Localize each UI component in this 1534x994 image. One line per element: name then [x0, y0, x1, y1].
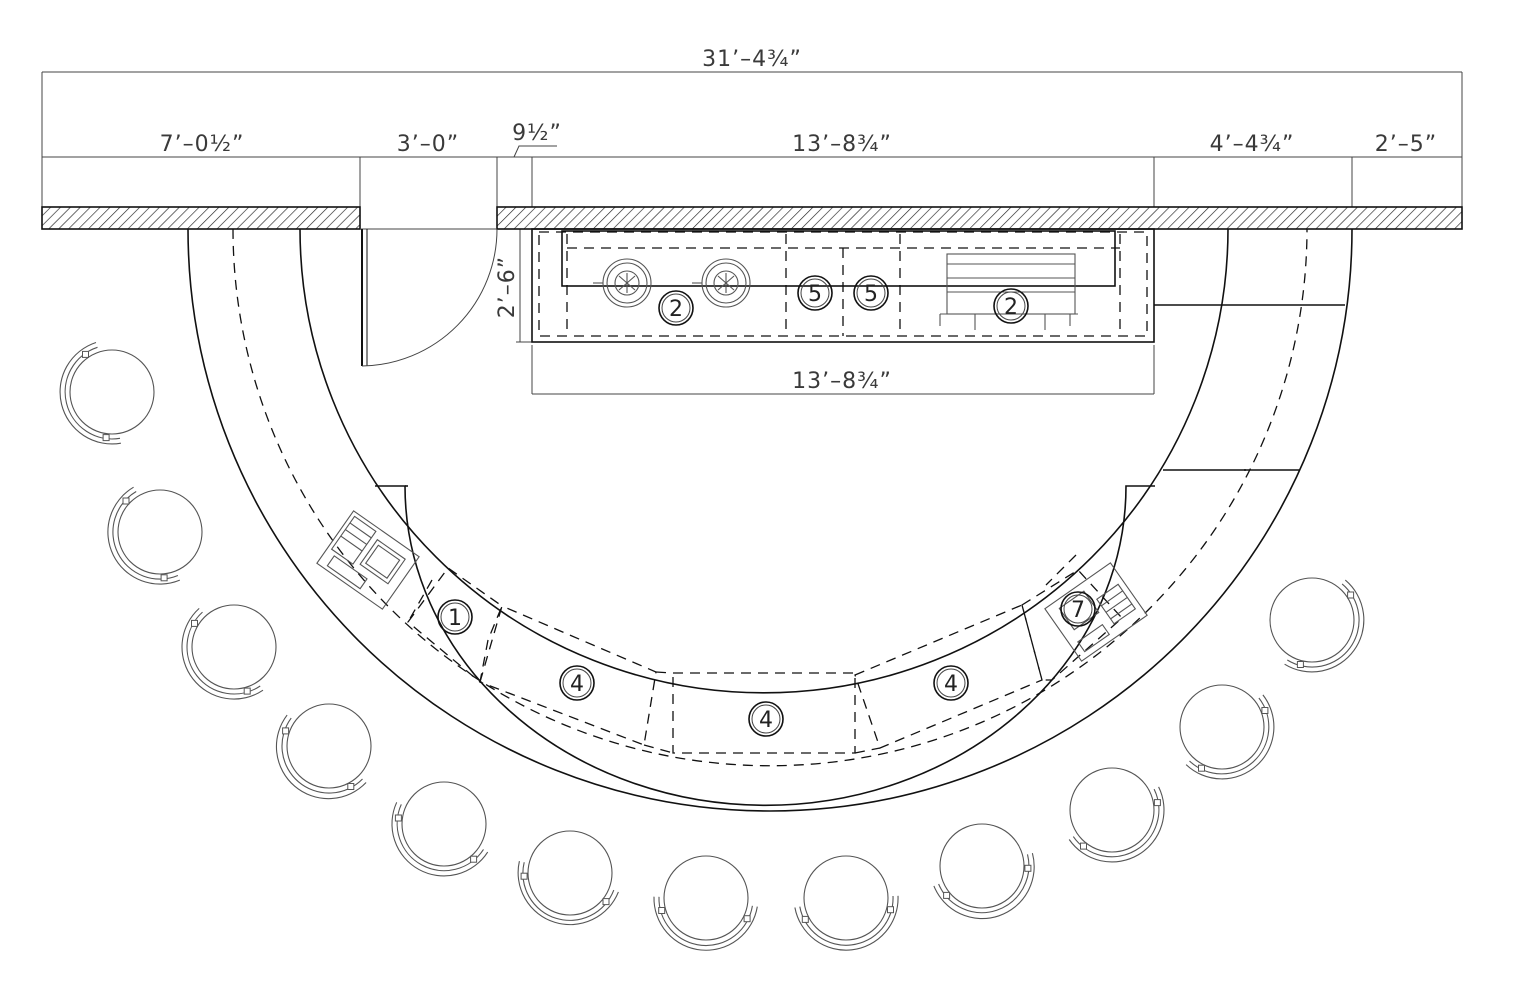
dim-back-bar-lower: 13’–8¾”	[792, 369, 892, 394]
dim-seg6: 2’–5”	[1375, 132, 1437, 157]
tag-1: 1	[437, 599, 473, 635]
bar-stool	[391, 781, 489, 877]
tag-2-left: 2	[658, 290, 694, 326]
pos-station-right	[1044, 562, 1148, 662]
glass-rack	[939, 253, 1078, 330]
bar-stool	[517, 830, 619, 926]
svg-text:2: 2	[669, 297, 683, 322]
under-counter-equipment	[407, 554, 1123, 754]
pos-station-left	[316, 510, 420, 610]
tag-5-left: 5	[797, 275, 833, 311]
bar-stool	[653, 855, 758, 951]
bar-stool	[1068, 767, 1165, 863]
tag-2-right: 2	[993, 288, 1029, 324]
blender-left	[593, 258, 652, 308]
svg-text:5: 5	[808, 282, 822, 307]
svg-text:5: 5	[864, 282, 878, 307]
bar-stool	[275, 703, 372, 800]
bar-stool	[107, 486, 203, 585]
svg-text:1: 1	[448, 606, 462, 631]
dim-back-bar: 13’–8¾”	[792, 132, 892, 157]
tag-7: 7	[1060, 591, 1096, 627]
bar-stool	[1179, 684, 1275, 780]
dimension-lines	[41, 71, 1463, 395]
svg-text:7: 7	[1071, 598, 1085, 623]
svg-text:4: 4	[944, 672, 958, 697]
wall	[41, 206, 1463, 230]
back-bar	[531, 228, 1155, 343]
dim-depth: 2’–6”	[495, 256, 520, 318]
blender-right	[692, 258, 751, 308]
dim-seg1: 7’–0½”	[160, 132, 245, 157]
tag-4-right: 4	[933, 665, 969, 701]
dim-seg5: 4’–4¾”	[1210, 132, 1295, 157]
dim-gap: 9½”	[512, 121, 562, 146]
bar-stool	[59, 341, 155, 445]
door-swing	[361, 228, 498, 367]
bar-stool	[933, 823, 1035, 920]
dimension-labels: 31’–4¾” 7’–0½” 3’–0” 9½” 13’–8¾” 4’–4¾” …	[160, 47, 1437, 394]
svg-text:4: 4	[570, 672, 584, 697]
svg-text:4: 4	[759, 708, 773, 733]
bar-stool	[794, 855, 899, 951]
bar-stool	[181, 604, 277, 700]
equipment-tags: 1 2 2 4 4 4 5	[437, 275, 1096, 737]
tag-4-center: 4	[748, 701, 784, 737]
tag-5-right: 5	[853, 275, 889, 311]
bar-stool	[1269, 577, 1365, 673]
dim-overall: 31’–4¾”	[702, 47, 802, 72]
bar-stools	[59, 341, 1365, 951]
dim-door: 3’–0”	[397, 132, 459, 157]
tag-4-left: 4	[559, 665, 595, 701]
svg-text:2: 2	[1004, 295, 1018, 320]
